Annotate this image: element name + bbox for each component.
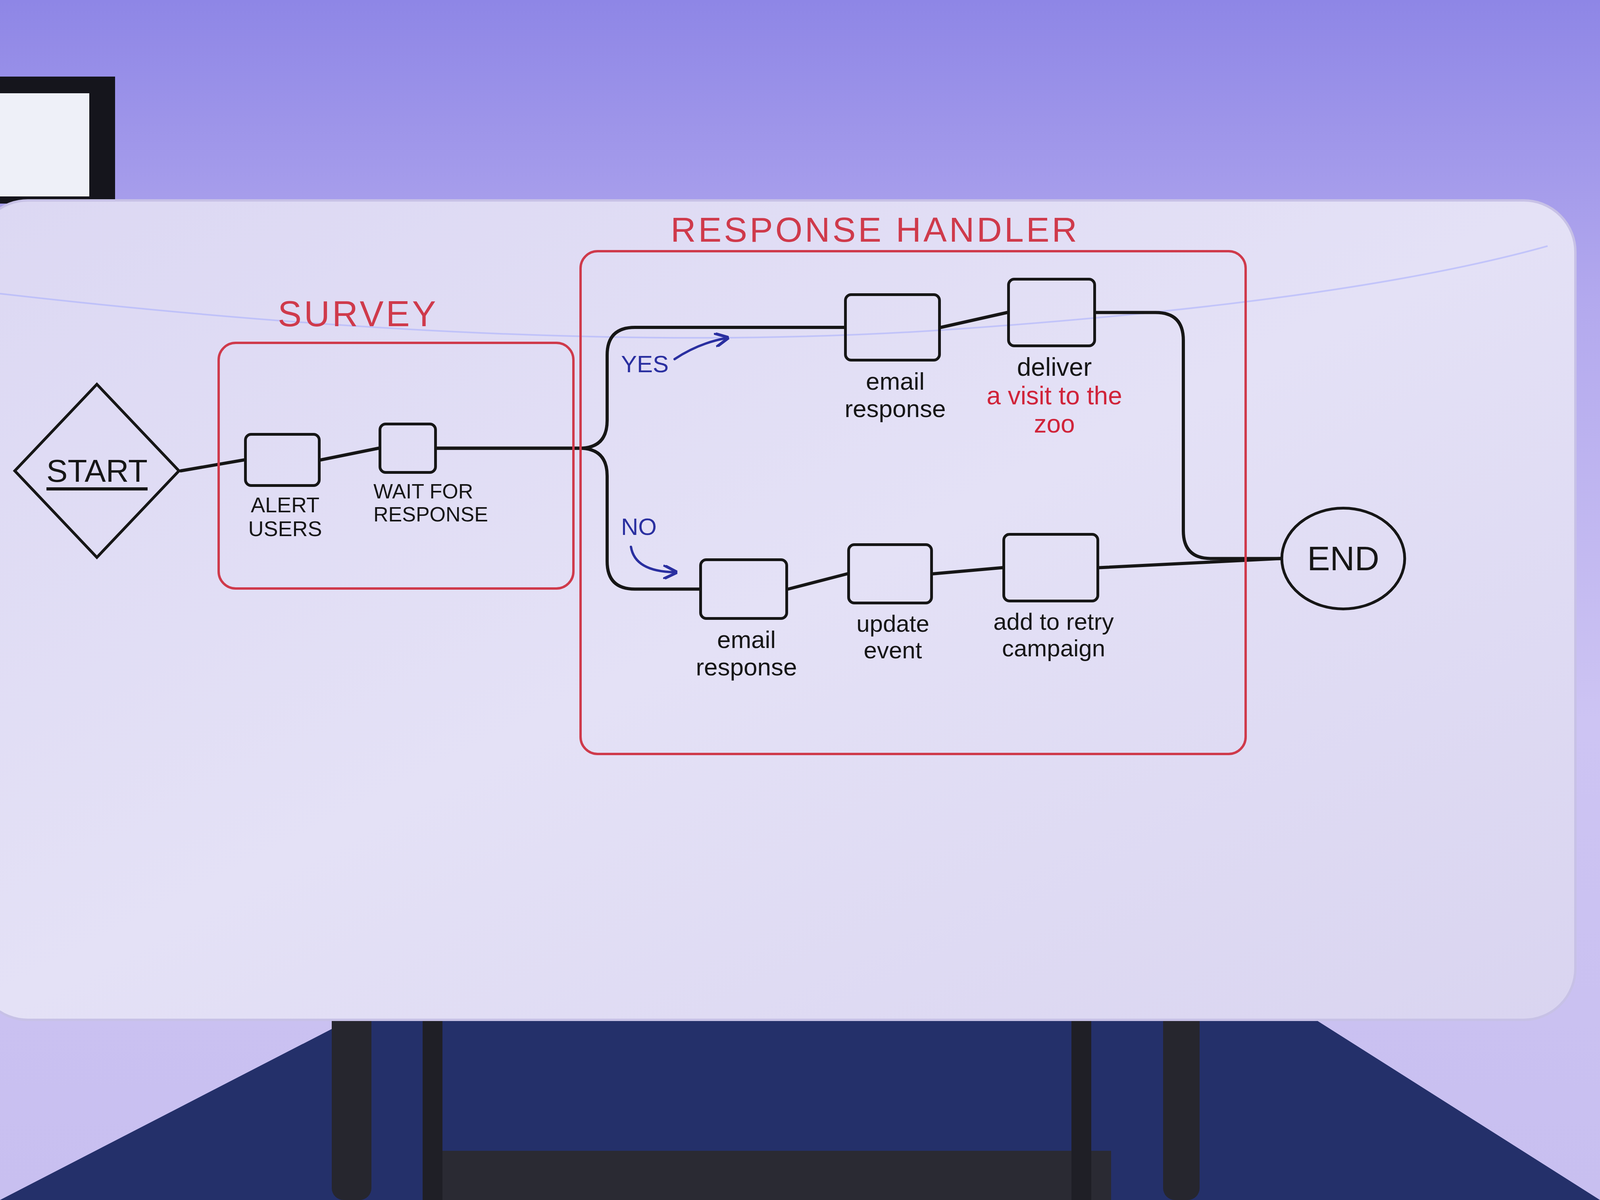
box-label-text: ALERT USERS: [230, 492, 340, 541]
box-label-text: deliver: [978, 353, 1131, 382]
process-box: update event: [847, 543, 933, 605]
process-box: add to retry campaign: [1002, 532, 1100, 603]
process-box: email response: [699, 558, 789, 620]
box-label-text: update event: [838, 610, 948, 664]
stand-base: [428, 1150, 1112, 1200]
box-label-text: email response: [686, 625, 807, 681]
process-box: ALERT USERS: [244, 432, 321, 487]
connector: [436, 327, 845, 449]
floor: [0, 1015, 1600, 1200]
box-label-text: WAIT FOR RESPONSE: [373, 479, 560, 526]
box-label: delivera visit to the zoo: [978, 353, 1131, 439]
whiteboard: [0, 200, 1576, 1020]
stand-post: [422, 1015, 443, 1200]
text-holder: END: [1280, 507, 1406, 610]
box-label-text: a visit to the zoo: [978, 381, 1131, 439]
process-box: email response: [844, 293, 941, 362]
shape-outline: [1281, 508, 1405, 610]
group-heading: RESPONSE HANDLER: [670, 210, 1080, 250]
connector: [180, 459, 245, 472]
connector: [788, 573, 848, 590]
text-holder: START: [13, 382, 181, 560]
connector: [940, 312, 1008, 328]
group-heading-box: SURVEY: [277, 294, 439, 334]
direction-arrow: [630, 546, 675, 573]
stand-post: [1071, 1015, 1092, 1200]
box-label-text: email response: [830, 367, 960, 423]
glare-line: [0, 246, 1548, 338]
group-heading-box: RESPONSE HANDLER: [670, 210, 1080, 250]
monitor-frame: [0, 76, 116, 204]
start-diamond: START: [13, 382, 181, 560]
group-box: RESPONSE HANDLERemail responsedelivera v…: [579, 250, 1247, 756]
node-text: START: [46, 452, 148, 490]
box-label: email response: [686, 625, 807, 681]
direction-arrow: [674, 338, 727, 360]
group-box: SURVEYALERT USERSWAIT FOR RESPONSE: [217, 341, 575, 590]
group-heading: SURVEY: [277, 294, 439, 334]
box-label: ALERT USERS: [230, 492, 340, 541]
node-text: END: [1307, 538, 1380, 579]
edge-label: NO: [621, 513, 657, 541]
shape-outline: [15, 384, 180, 558]
edge-label: YES: [621, 351, 669, 378]
connector: [320, 448, 379, 461]
process-box: WAIT FOR RESPONSE: [378, 422, 437, 474]
connector: [1099, 558, 1281, 568]
box-label: WAIT FOR RESPONSE: [373, 479, 560, 526]
box-label-text: add to retry campaign: [973, 608, 1134, 662]
process-box: delivera visit to the zoo: [1007, 277, 1097, 348]
connector: [1096, 312, 1281, 559]
box-label: email response: [830, 367, 960, 423]
end-ellipse: END: [1280, 507, 1406, 610]
box-label: update event: [838, 610, 948, 664]
box-label: add to retry campaign: [973, 608, 1134, 662]
connector: [932, 567, 1003, 575]
monitor-screen: [0, 93, 90, 197]
